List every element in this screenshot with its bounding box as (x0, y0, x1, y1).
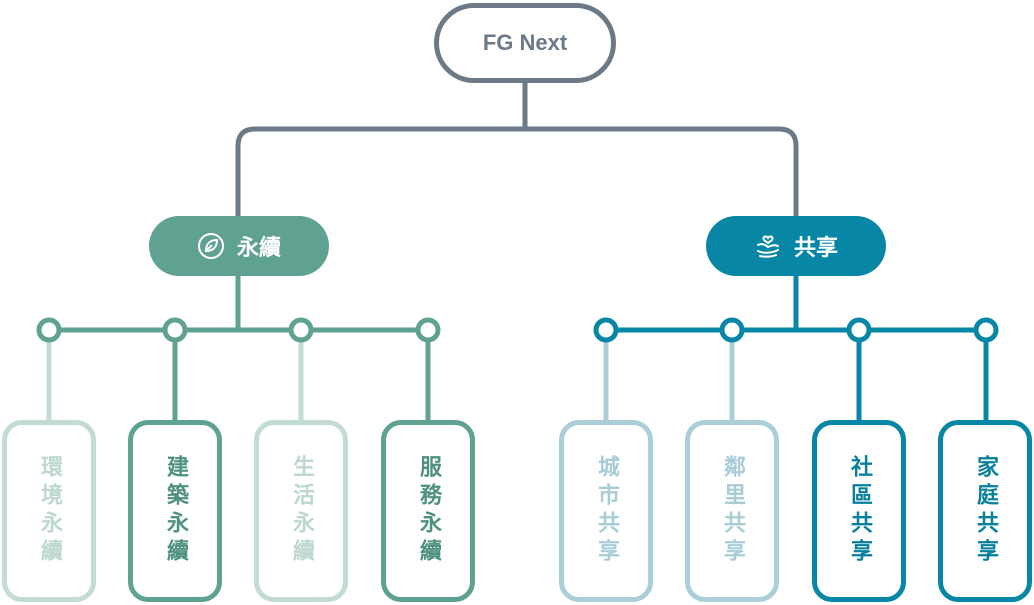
green-node-2 (162, 317, 188, 343)
leaf-icon (197, 232, 225, 260)
green-node-1 (36, 317, 62, 343)
branch-label: 共享 (793, 236, 838, 261)
leaf-building-sustainability: 建築永續 (128, 420, 222, 602)
leaf-label: 環境永續 (37, 455, 62, 567)
leaf-environment-sustainability: 環境永續 (2, 420, 96, 602)
blue-node-2 (719, 317, 745, 343)
green-node-3 (288, 317, 314, 343)
leaf-label: 建築永續 (163, 455, 188, 567)
leaf-label: 服務永續 (416, 455, 441, 567)
green-node-4 (415, 317, 441, 343)
hands-heart-icon (754, 232, 782, 260)
root-label: FG Next (482, 30, 568, 55)
branch-sharing: 共享 (706, 216, 886, 276)
blue-node-3 (846, 317, 872, 343)
leaf-label: 城市共享 (594, 455, 619, 567)
leaf-label: 鄰里共享 (720, 455, 745, 567)
root-node: FG Next (434, 3, 616, 83)
blue-node-1 (593, 317, 619, 343)
leaf-label: 社區共享 (847, 455, 872, 567)
leaf-family-sharing: 家庭共享 (938, 420, 1032, 602)
branch-label: 永續 (236, 236, 281, 261)
leaf-label: 生活永續 (289, 455, 314, 567)
leaf-label: 家庭共享 (973, 455, 998, 567)
root-connector (235, 83, 528, 216)
leaf-neighborhood-sharing: 鄰里共享 (685, 420, 779, 602)
leaf-service-sustainability: 服務永續 (381, 420, 475, 602)
leaf-community-sharing: 社區共享 (812, 420, 906, 602)
branch-sustainability: 永續 (149, 216, 329, 276)
blue-node-4 (973, 317, 999, 343)
leaf-living-sustainability: 生活永續 (254, 420, 348, 602)
leaf-city-sharing: 城市共享 (559, 420, 653, 602)
root-connector-right (525, 126, 799, 216)
